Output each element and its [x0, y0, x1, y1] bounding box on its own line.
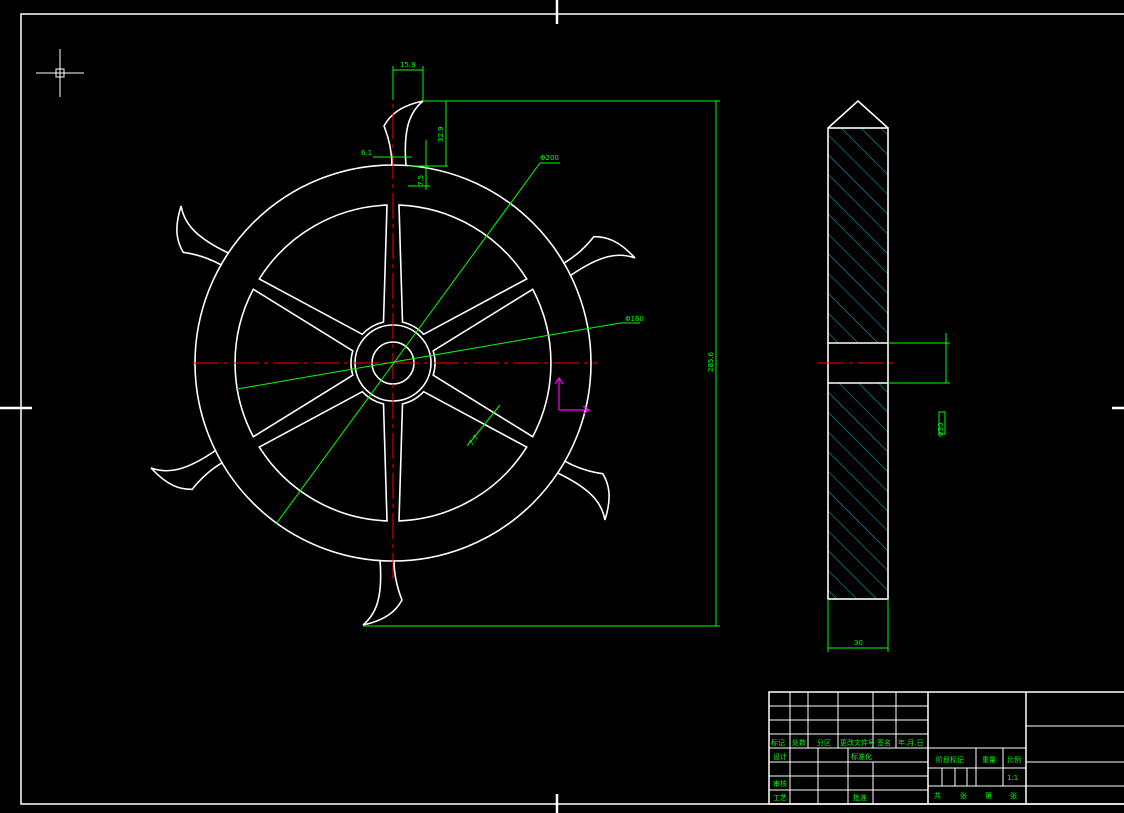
- rim-windows: [234, 204, 552, 522]
- tb-scale-value: 1:1: [1007, 774, 1018, 782]
- front-dimension-texts: 15.9 32.9 6.1 7.5 Φ200 Φ160 285.6 7.7: [361, 61, 715, 447]
- window-opening: [258, 390, 388, 522]
- blade-tooth: [362, 559, 403, 626]
- tb-col-mark: 标记: [771, 738, 785, 747]
- tb-col-zone: 分区: [817, 738, 831, 747]
- blade-tooth: [383, 100, 424, 167]
- front-dimensions: [236, 66, 720, 627]
- side-hatch-top: [828, 128, 888, 343]
- dim-outer-diameter: Φ200: [540, 154, 559, 162]
- window-opening: [432, 288, 552, 438]
- tb-weight: 重量: [982, 756, 996, 764]
- drawing-border: [20, 13, 1124, 805]
- tb-sheet-unit: 张: [1010, 791, 1017, 800]
- dim-left-offset: 6.1: [361, 149, 372, 157]
- title-block: [768, 691, 1124, 805]
- tb-col-count: 处数: [792, 738, 806, 747]
- blade-tooth: [556, 459, 610, 521]
- title-block-texts: 标记 处数 分区 更改文件号 签名 年.月.日 设计 标准化 审核 工艺 批准 …: [771, 738, 1021, 802]
- tb-col-sign: 签名: [877, 738, 891, 747]
- dim-overall-height: 285.6: [707, 351, 715, 372]
- dim-tooth-width: 15.9: [400, 61, 416, 69]
- blade-tooth: [150, 449, 224, 491]
- tb-scale-label: 比例: [1007, 755, 1021, 764]
- window-opening: [258, 204, 388, 336]
- curved-blades: [150, 100, 636, 626]
- tb-sheets-total: 共: [934, 791, 941, 800]
- ucs-icon: [554, 376, 591, 415]
- tb-review: 审核: [773, 779, 787, 788]
- blade-tooth: [176, 205, 230, 267]
- tb-stage-mark: 阶段标记: [936, 755, 964, 764]
- dim-inner-diameter: Φ160: [625, 315, 644, 323]
- dim-tooth-height: 32.9: [437, 126, 445, 142]
- dim-thickness: 30: [854, 639, 863, 647]
- tb-col-date: 年.月.日: [898, 738, 923, 747]
- side-hatch-bottom: [828, 383, 888, 599]
- tb-col-change-doc: 更改文件号: [840, 738, 875, 747]
- crosshair-cursor: [36, 49, 84, 97]
- window-opening: [234, 288, 354, 438]
- tb-sheets-unit: 张: [960, 791, 967, 800]
- dim-small-gap: 7.5: [417, 175, 425, 186]
- tb-sheet-no: 第: [985, 791, 992, 800]
- tb-process: 工艺: [773, 794, 787, 802]
- tb-standardize: 标准化: [851, 752, 872, 761]
- dim-bore: Φ30: [937, 423, 945, 437]
- impeller-side-view: Φ30 30: [818, 99, 950, 652]
- window-opening: [398, 204, 528, 336]
- blade-tooth: [562, 235, 636, 277]
- tb-design: 设计: [773, 752, 787, 761]
- dim-spoke-width: 7.7: [467, 434, 480, 448]
- tb-approve: 批准: [853, 793, 867, 802]
- window-opening: [398, 390, 528, 522]
